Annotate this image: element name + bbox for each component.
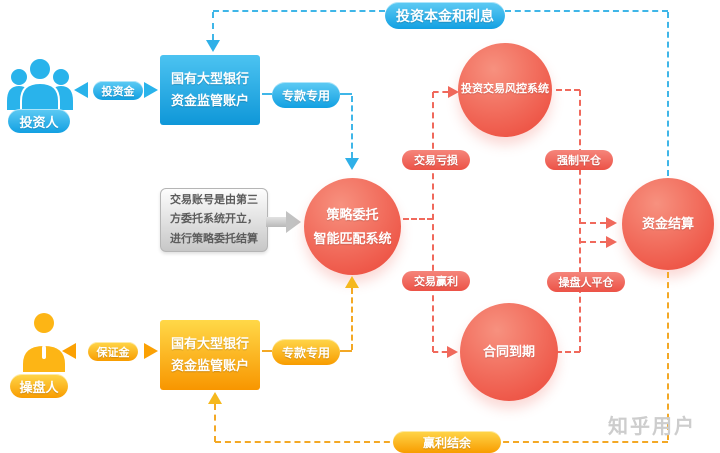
contract-due-circle: 合同到期 xyxy=(460,303,558,401)
arrow-right-to-trader-bank-icon xyxy=(144,343,158,359)
note-arrow-shaft xyxy=(266,217,286,227)
investor-label: 投资人 xyxy=(19,114,59,130)
earmark-bottom-pill: 专款专用 xyxy=(272,339,340,365)
red-dash-risk-out xyxy=(556,89,580,91)
yellow-dash-settlement-down xyxy=(667,272,669,440)
arrow-into-contract-icon xyxy=(447,346,458,358)
red-dash-to-risk xyxy=(433,91,448,93)
trader-label: 操盘人 xyxy=(19,379,59,395)
force-close-pill: 强制平仓 xyxy=(545,150,613,170)
trader-pill: 操盘人 xyxy=(10,374,68,398)
profit-balance-label: 赢利结余 xyxy=(422,435,471,450)
arrow-left-to-trader-icon xyxy=(62,343,76,359)
red-dash-contract-out xyxy=(556,351,580,353)
trader-icon xyxy=(20,312,68,377)
watermark: 知乎用户 xyxy=(608,410,696,439)
blue-dash-top-right xyxy=(505,10,668,12)
blue-dash-into-bank xyxy=(212,12,214,40)
account-note-line1: 交易账号是由第三 xyxy=(170,194,258,207)
principal-interest-label: 投资本金和利息 xyxy=(396,7,494,24)
settlement-label: 资金结算 xyxy=(641,216,694,232)
arrow-up-into-match-icon xyxy=(345,276,359,288)
yellow-dash-up-to-trader-bank xyxy=(214,404,216,442)
arrow-right-to-bank-icon xyxy=(144,82,158,98)
yellow-dash-box-to-earmark xyxy=(262,350,272,352)
earmark-top-label: 专款专用 xyxy=(281,88,330,103)
trader-bank-line2: 资金监管账户 xyxy=(170,358,249,373)
trader-close-pill: 操盘人平仓 xyxy=(547,272,625,292)
account-note-line2: 方委托系统开立， xyxy=(170,213,258,226)
arrow-into-settlement-top-icon xyxy=(606,217,617,229)
risk-system-label: 投资交易风控系统 xyxy=(461,83,549,96)
blue-dash-box-to-earmark xyxy=(262,93,272,95)
settlement-circle: 资金结算 xyxy=(622,178,714,270)
trader-close-label: 操盘人平仓 xyxy=(558,277,614,289)
earmark-bottom-label: 专款专用 xyxy=(281,345,330,360)
risk-system-circle: 投资交易风控系统 xyxy=(458,43,552,137)
red-dash-match-out xyxy=(403,218,433,220)
investor-bank-line1: 国有大型银行 xyxy=(170,70,249,86)
account-note-box: 交易账号是由第三 方委托系统开立， 进行策略委托结算 xyxy=(160,188,268,252)
red-dash-right-vertical xyxy=(579,90,581,352)
earmark-top-pill: 专款专用 xyxy=(272,82,340,108)
principal-interest-pill: 投资本金和利息 xyxy=(385,2,505,29)
margin-fund-label: 保证金 xyxy=(96,346,130,359)
investor-bank-line2: 资金监管账户 xyxy=(170,93,249,108)
arrow-left-to-investor-icon xyxy=(74,82,88,98)
trade-profit-pill: 交易赢利 xyxy=(402,271,470,291)
investor-pill: 投资人 xyxy=(8,109,70,133)
arrow-into-settlement-bottom-icon xyxy=(606,236,617,248)
arrow-down-into-investor-bank-icon xyxy=(206,40,220,52)
invest-fund-label: 投资金 xyxy=(101,85,135,98)
note-arrow-head-icon xyxy=(286,211,301,233)
matching-system-line1: 策略委托 xyxy=(326,207,379,223)
red-dash-to-contract xyxy=(433,351,447,353)
margin-fund-pill: 保证金 xyxy=(88,342,138,361)
arrow-into-risk-icon xyxy=(448,86,459,98)
contract-due-label: 合同到期 xyxy=(482,344,535,360)
yellow-dash-up-to-match xyxy=(351,288,353,350)
investors-icon xyxy=(6,56,74,115)
blue-dash-right-edge xyxy=(667,12,669,176)
profit-balance-pill: 赢利结余 xyxy=(393,431,501,453)
trade-profit-label: 交易赢利 xyxy=(414,276,458,288)
blue-dash-earmark-to-corner xyxy=(340,93,352,95)
trader-bank-box: 国有大型银行 资金监管账户 xyxy=(160,320,260,390)
trader-bank-line1: 国有大型银行 xyxy=(170,335,249,351)
matching-system-line2: 智能匹配系统 xyxy=(313,230,392,246)
account-note-line3: 进行策略委托结算 xyxy=(170,232,258,245)
watermark-text: 知乎用户 xyxy=(608,416,696,438)
blue-dash-down-to-match xyxy=(351,96,353,158)
arrow-up-into-trader-bank-icon xyxy=(208,392,222,404)
yellow-dash-earmark-to-corner xyxy=(340,350,352,352)
red-dash-force-to-settle xyxy=(580,222,606,224)
red-dash-trader-to-settle xyxy=(580,241,606,243)
matching-system-circle: 策略委托 智能匹配系统 xyxy=(304,178,401,275)
investor-bank-box: 国有大型银行 资金监管账户 xyxy=(160,55,260,125)
invest-fund-pill: 投资金 xyxy=(93,81,143,100)
blue-dash-top-left xyxy=(213,10,385,12)
force-close-label: 强制平仓 xyxy=(557,155,601,167)
arrow-down-into-match-icon xyxy=(345,158,359,170)
trade-loss-pill: 交易亏损 xyxy=(402,150,470,170)
trade-loss-label: 交易亏损 xyxy=(414,155,458,167)
red-dash-left-vertical xyxy=(432,92,434,352)
